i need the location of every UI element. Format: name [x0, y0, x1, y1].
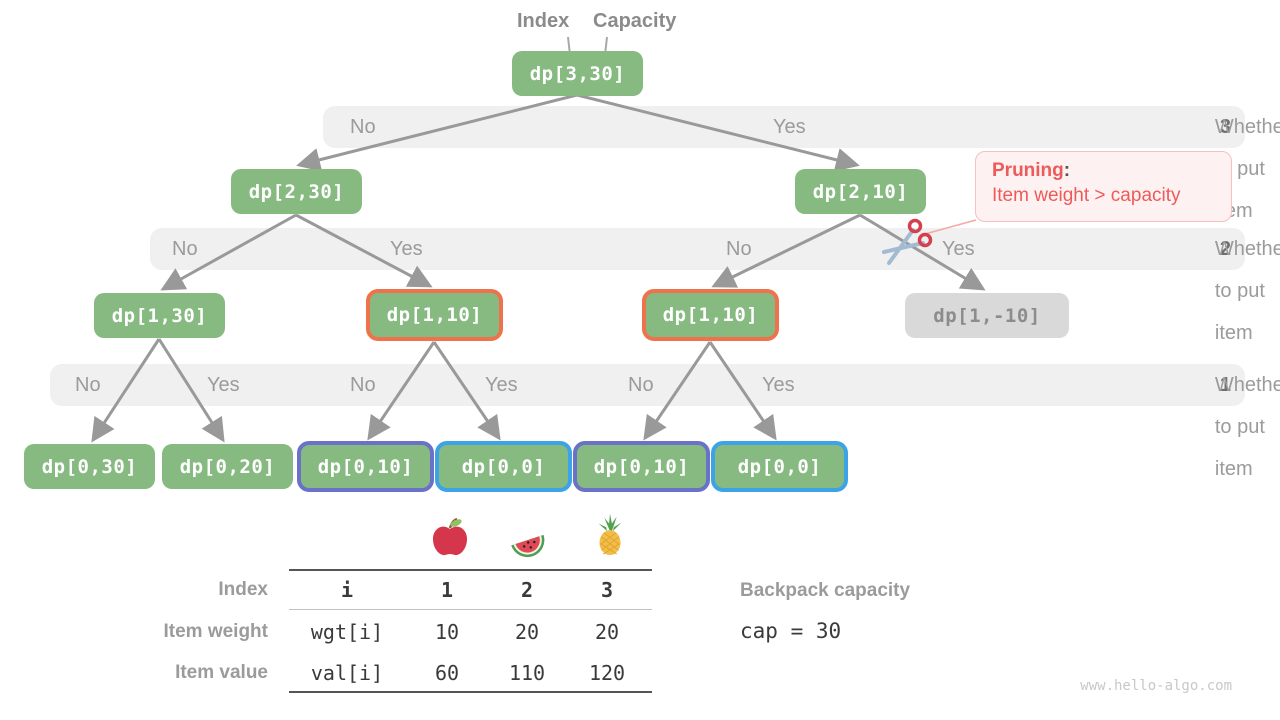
- dp-node-leaf: dp[0,20]: [162, 444, 293, 489]
- dp-node-highlighted: dp[1,10]: [366, 289, 503, 341]
- table-row-label: Item value: [175, 662, 268, 683]
- watermelon-icon: [511, 534, 545, 558]
- band-label: No: [172, 238, 198, 260]
- pruning-title: Pruning:: [992, 160, 1071, 181]
- band-label: Yes: [485, 374, 518, 396]
- band-label: Yes: [207, 374, 240, 396]
- pruning-description: Item weight > capacity: [992, 185, 1181, 206]
- watermark: www.hello-algo.com: [1080, 678, 1232, 694]
- band-label: No: [350, 374, 376, 396]
- band-label: Yes: [773, 116, 806, 138]
- dp-node: dp[1,30]: [94, 293, 225, 338]
- band-label: No: [75, 374, 101, 396]
- dp-node-root: dp[3,30]: [512, 51, 643, 96]
- band-label: No: [350, 116, 376, 138]
- table-row-label: Index: [218, 579, 268, 600]
- table-rule-middle: [289, 609, 652, 610]
- dp-node-leaf: dp[0,10]: [573, 441, 710, 492]
- dp-node-highlighted: dp[1,10]: [642, 289, 779, 341]
- backpack-capacity-value: cap = 30: [740, 619, 842, 643]
- table-cell: 20: [514, 620, 540, 644]
- table-cell: 20: [594, 620, 620, 644]
- backpack-capacity-label: Backpack capacity: [740, 580, 911, 601]
- dp-node-leaf: dp[0,0]: [435, 441, 572, 492]
- band-label: No: [628, 374, 654, 396]
- table-cell: 110: [508, 661, 546, 685]
- band-label: Yes: [942, 238, 975, 260]
- table-rule-top: [289, 569, 652, 571]
- dp-node: dp[2,10]: [795, 169, 926, 214]
- table-cell: 10: [434, 620, 460, 644]
- dp-node: dp[2,30]: [231, 169, 362, 214]
- dp-node-leaf: dp[0,0]: [711, 441, 848, 492]
- apple-icon: [433, 517, 467, 556]
- capacity-annotation-label: Capacity: [593, 10, 677, 32]
- table-cell: 60: [434, 661, 460, 685]
- dp-node-pruned: dp[1,-10]: [905, 293, 1069, 338]
- pineapple-icon: [598, 513, 622, 556]
- table-cell: 120: [588, 661, 626, 685]
- band-label: Yes: [762, 374, 795, 396]
- table-key-cell: wgt[i]: [310, 620, 384, 644]
- dp-node-leaf: dp[0,30]: [24, 444, 155, 489]
- pruning-callout: Pruning: Item weight > capacity: [975, 151, 1232, 222]
- decision-band-item1: No Yes No Yes No Yes Whether to put item…: [50, 364, 1280, 480]
- band-label: No: [726, 238, 752, 260]
- index-annotation-label: Index: [517, 10, 570, 32]
- table-cell: 3: [600, 578, 614, 602]
- dp-node-leaf: dp[0,10]: [297, 441, 434, 492]
- table-key-cell: val[i]: [310, 661, 384, 685]
- band-label: Yes: [390, 238, 423, 260]
- table-key-cell: i: [340, 578, 354, 602]
- table-cell: 1: [440, 578, 454, 602]
- table-rule-bottom: [289, 691, 652, 693]
- table-row-label: Item weight: [163, 621, 268, 642]
- table-cell: 2: [520, 578, 534, 602]
